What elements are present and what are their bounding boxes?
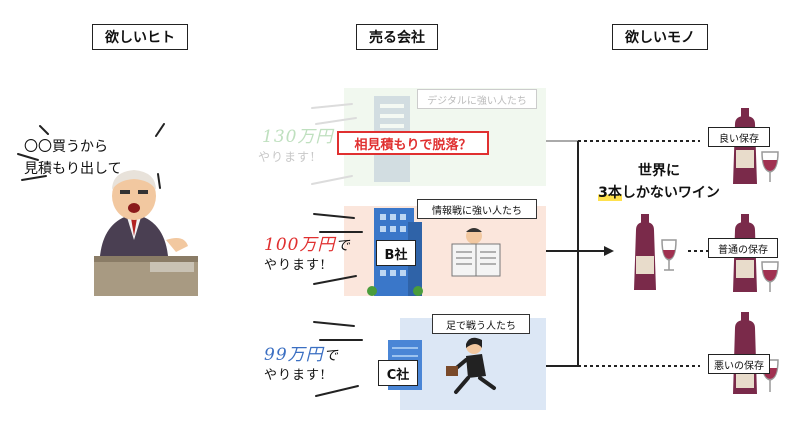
company-b-price: 100万円 — [264, 235, 336, 255]
connector-lines — [546, 140, 708, 367]
product-line-1: 世界に — [638, 163, 680, 179]
company-b-price-suffix: で — [335, 238, 351, 254]
newspaper-reader-icon — [451, 228, 501, 277]
price-motion-lines — [311, 103, 363, 397]
company-c-price-line: 99万円で — [264, 340, 339, 365]
company-a-alert: 相見積もりで脱落？ — [337, 131, 489, 155]
company-c-price-suffix: で — [323, 348, 339, 364]
client-quote: 〇〇買うから 見積もり出して — [24, 136, 122, 180]
client-quote-line-2: 見積もり出して — [24, 161, 122, 177]
company-b-strength-label: 情報戦に強い人たち — [417, 199, 537, 219]
company-c-price: 99万円 — [264, 345, 324, 365]
header-sellers: 売る会社 — [356, 24, 438, 50]
client-quote-line-1: 〇〇買うから — [24, 139, 108, 155]
company-b-price-line: 100万円で — [264, 230, 350, 255]
running-businesswoman-icon — [446, 337, 496, 394]
storage-bad-label: 悪いの保存 — [708, 354, 770, 374]
client-illustration-icon — [94, 170, 198, 296]
company-b-sub: やります! — [264, 258, 327, 273]
company-c-sub: やります! — [264, 368, 327, 383]
center-wine-bottle-icon — [634, 214, 677, 290]
company-a-price: 130万円 — [262, 127, 334, 147]
company-c-name: C社 — [378, 360, 418, 386]
wine-bad-storage-icon — [733, 312, 779, 394]
product-line-2: 3本しかないワイン — [584, 182, 734, 204]
company-a-sub: やります! — [258, 150, 316, 164]
company-a-strength-label: デジタルに強い人たち — [417, 89, 537, 109]
storage-good-label: 良い保存 — [708, 127, 770, 147]
storage-normal-label: 普通の保存 — [708, 238, 778, 258]
product-line-2-rest: しかないワイン — [621, 185, 720, 201]
header-wants-person: 欲しいヒト — [92, 24, 188, 50]
product-highlight: 3本 — [598, 185, 622, 201]
company-c-strength-label: 足で戦う人たち — [432, 314, 530, 334]
company-b-name: B社 — [376, 240, 416, 266]
speech-lines — [17, 123, 165, 189]
header-wants-thing: 欲しいモノ — [612, 24, 708, 50]
product-description: 世界に 3本しかないワイン — [584, 160, 734, 204]
